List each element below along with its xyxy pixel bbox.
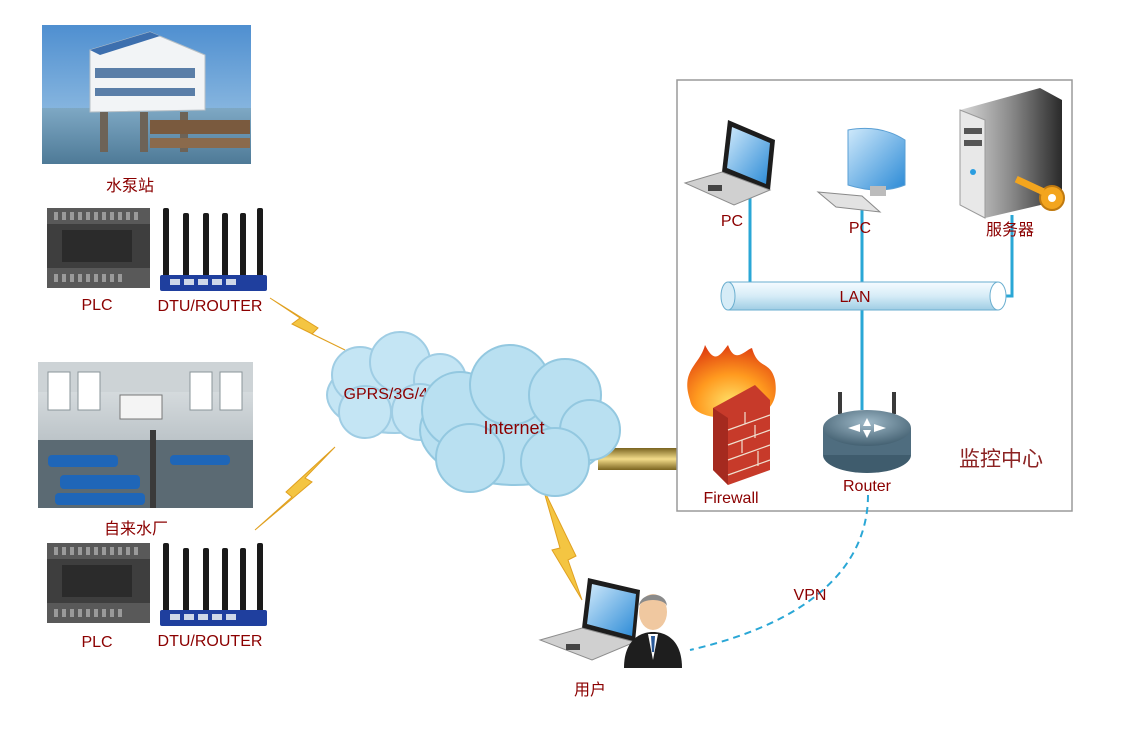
water-plant-photo [38,362,253,508]
dtu-router-bottom-icon [160,543,267,626]
router-label: Router [843,478,892,495]
plc-bottom-label: PLC [81,634,112,651]
user-label: 用户 [574,681,606,699]
firewall-icon [687,345,776,485]
lightning-icon-user [542,487,583,601]
plc-top-icon [47,208,150,288]
internet-label: Internet [483,418,544,438]
vpn-link [689,494,869,651]
vpn-label: VPN [794,587,827,604]
plc-top-label: PLC [81,297,112,314]
laptop-pc-icon [683,120,775,206]
dtu-router-bottom-label: DTU/ROUTER [158,633,263,650]
user-laptop-icon [538,578,640,661]
gprs-label: GPRS/3G/4G [344,386,441,403]
lightning-icon-bottom [254,446,336,531]
plc-bottom-icon [47,543,150,623]
pc2-label: PC [849,220,871,237]
user-person-icon [624,594,682,668]
firewall-label: Firewall [703,490,758,507]
desktop-pc-icon [816,127,906,213]
dtu-router-top-label: DTU/ROUTER [158,298,263,315]
lightning-icon-top [269,297,346,351]
server-label: 服务器 [986,221,1034,239]
pump-station-label: 水泵站 [106,177,154,195]
key-icon [1014,175,1065,211]
internet-cloud-icon [419,344,621,497]
dtu-router-top-icon [160,208,267,291]
pump-station-photo [42,25,251,164]
lan-bus-pipe [720,281,1007,311]
pc1-label: PC [721,213,743,230]
monitoring-center-title: 监控中心 [959,448,1043,471]
router-icon [823,392,911,473]
lan-label: LAN [839,289,870,306]
water-plant-label: 自来水厂 [104,520,168,538]
